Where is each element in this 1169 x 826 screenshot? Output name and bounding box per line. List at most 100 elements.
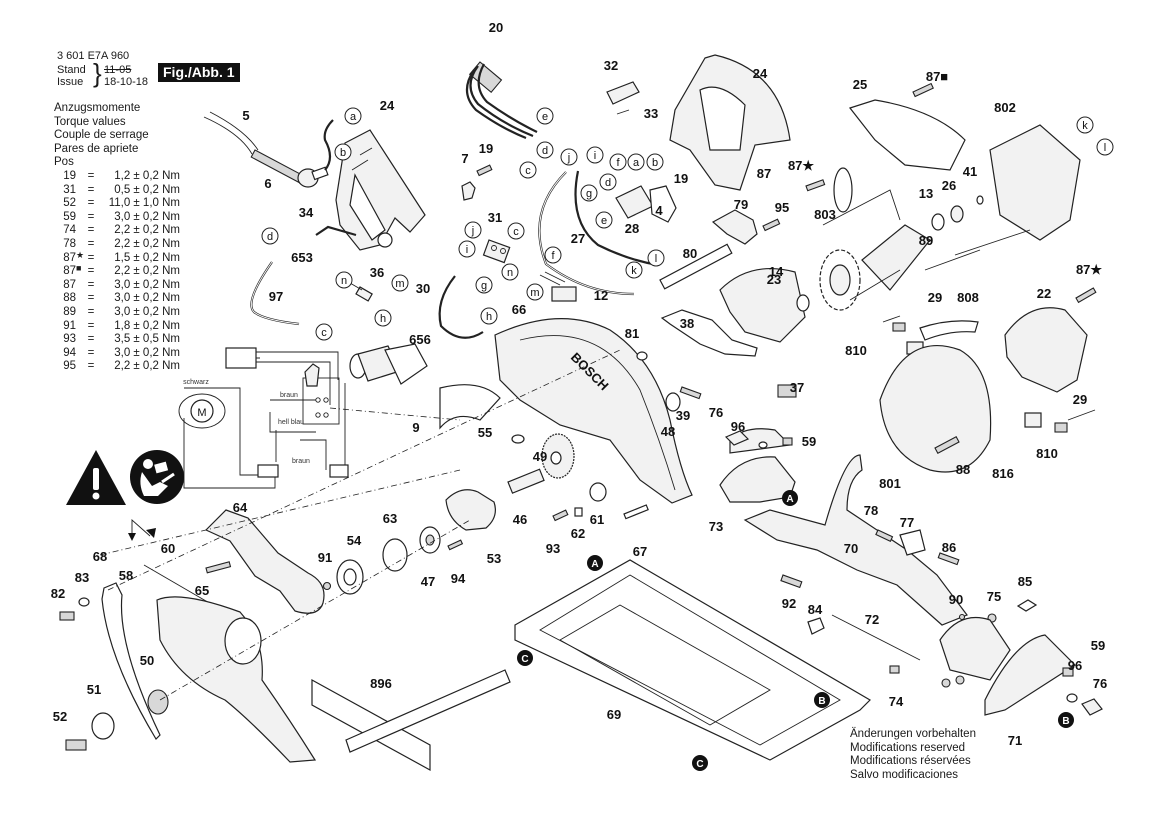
- reference-marker-letter: A: [591, 559, 598, 570]
- callout-23: 23: [767, 272, 781, 287]
- torque-value: 1,2 ± 0,2 Nm: [114, 169, 180, 182]
- connector-circle: [1076, 116, 1094, 134]
- torque-equals: =: [87, 265, 95, 278]
- connector-circle: [526, 283, 544, 301]
- callout-14: 14: [769, 264, 784, 279]
- torque-row: 95=2,2 ± 0,2 Nm: [54, 360, 180, 374]
- torque-row: 31=0,5 ± 0,2 Nm: [54, 184, 180, 198]
- torque-value: 2,2 ± 0,2 Nm: [114, 237, 180, 250]
- connector-m: m: [526, 283, 544, 301]
- screw-87st1: [805, 179, 826, 192]
- spring-39: [679, 386, 702, 400]
- connector-circle: [627, 153, 645, 171]
- callout-808: 808: [957, 290, 979, 305]
- callout-25: 25: [853, 77, 867, 92]
- callout-86: 86: [942, 540, 956, 555]
- washer-83: [78, 597, 90, 607]
- reference-marker-circle: [692, 755, 708, 771]
- connector-letter: d: [542, 145, 548, 157]
- callout-94: 94: [451, 571, 466, 586]
- torque-equals: =: [87, 333, 95, 346]
- lever-79: [711, 209, 758, 245]
- connector-c: c: [507, 222, 525, 240]
- connector-circle: [599, 173, 617, 191]
- screw-91: [322, 581, 332, 591]
- screw-89: [924, 249, 981, 271]
- callout-24b: 24: [753, 66, 768, 81]
- callout-9: 9: [412, 420, 419, 435]
- connector-circle: [580, 184, 598, 202]
- connector-letter: c: [321, 327, 327, 339]
- connector-letter: g: [481, 280, 487, 292]
- callout-61: 61: [590, 512, 604, 527]
- connector-letter: e: [601, 215, 607, 227]
- callout-78: 78: [864, 503, 878, 518]
- callout-54: 54: [347, 533, 362, 548]
- wire-label-brown-2: braun: [292, 458, 310, 465]
- bearing-flange-53: [445, 489, 496, 531]
- note-es: Salvo modificaciones: [850, 768, 959, 781]
- washer-14: [796, 294, 810, 312]
- brace-icon: }: [93, 58, 102, 88]
- callout-32: 32: [604, 58, 618, 73]
- connector-g: g: [580, 184, 598, 202]
- air-guide-23: [719, 267, 806, 343]
- callout-87sq: 87■: [926, 69, 948, 84]
- torque-value: 3,0 ± 0,2 Nm: [114, 305, 180, 318]
- torque-row: 52=11,0 ± 1,0 Nm: [54, 197, 180, 211]
- connector-letter: c: [525, 165, 531, 177]
- torque-equals: =: [87, 292, 95, 305]
- lever-72: [831, 614, 921, 661]
- connector-circle: [475, 276, 493, 294]
- reference-marker-circle: [1058, 712, 1074, 728]
- pin-29b: [1067, 409, 1096, 421]
- screw-52: [65, 739, 87, 751]
- connector-circle: [464, 221, 482, 239]
- blade-guard-66: BOSCH: [494, 318, 693, 504]
- callout-87st1: 87★: [788, 158, 814, 173]
- reference-marker-letter: C: [696, 759, 703, 770]
- callout-810b: 810: [1036, 446, 1058, 461]
- connector-circle: [609, 153, 627, 171]
- connector-g: g: [475, 276, 493, 294]
- connector-d: d: [261, 227, 279, 245]
- callout-88: 88: [956, 462, 970, 477]
- connector-h: h: [374, 309, 392, 327]
- callout-49: 49: [533, 449, 547, 464]
- torque-equals: =: [87, 360, 95, 373]
- connector-letter: a: [350, 111, 357, 123]
- callout-12: 12: [594, 288, 608, 303]
- torque-row: 91=1,8 ± 0,2 Nm: [54, 320, 180, 334]
- torque-equals: =: [87, 224, 95, 237]
- callout-6: 6: [264, 176, 271, 191]
- torque-value: 1,8 ± 0,2 Nm: [114, 319, 180, 332]
- suppressor-12: [539, 271, 577, 302]
- connector-letter: k: [1082, 120, 1088, 132]
- callout-64: 64: [233, 500, 248, 515]
- angle-bracket-70: [743, 454, 968, 626]
- torque-row: 88=3,0 ± 0,2 Nm: [54, 292, 180, 306]
- callout-58: 58: [119, 568, 133, 583]
- rear-bracket-71: [984, 634, 1076, 716]
- screw-94: [447, 539, 464, 551]
- connector-letter: g: [586, 188, 592, 200]
- wiring-terminal-right: [329, 464, 349, 478]
- connector-e: e: [536, 107, 554, 125]
- callout-51: 51: [87, 682, 101, 697]
- switch-4: [615, 185, 677, 223]
- torque-value: 2,2 ± 0,2 Nm: [114, 224, 180, 237]
- callout-79: 79: [734, 197, 748, 212]
- torque-pos: 87: [63, 265, 76, 278]
- callout-91: 91: [318, 550, 332, 565]
- power-cord: [203, 111, 334, 188]
- knob-76b: [1081, 698, 1103, 716]
- callout-72: 72: [865, 612, 879, 627]
- screw-74: [889, 665, 900, 674]
- reference-marker-circle: [517, 650, 533, 666]
- reference-marker-B: B: [814, 692, 830, 708]
- connector-b: b: [334, 143, 352, 161]
- connector-letter: k: [631, 265, 637, 277]
- connector-letter: l: [1104, 142, 1106, 154]
